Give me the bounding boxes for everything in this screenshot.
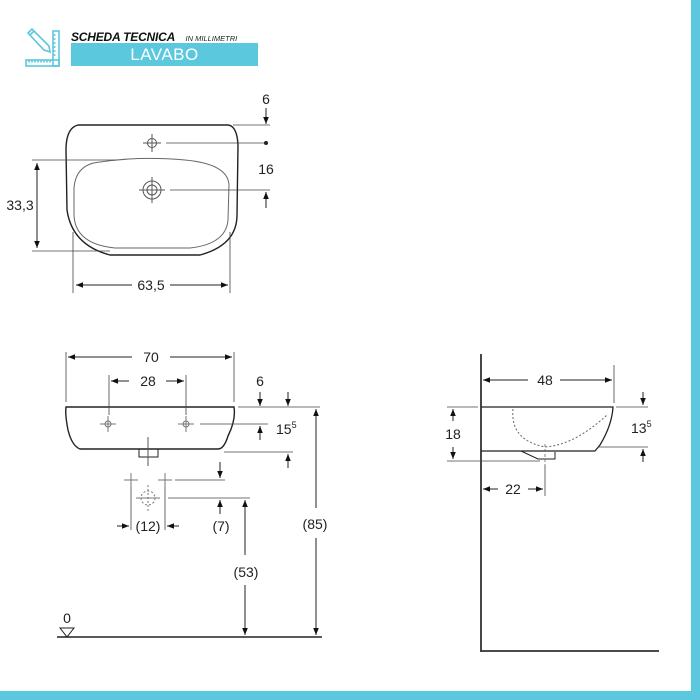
floor-level-icon: [58, 627, 76, 638]
product-name-bar: LAVABO: [71, 43, 258, 66]
dim-drain-from-wall: 22: [505, 481, 521, 497]
tap-hole-icon: [143, 134, 161, 152]
drain-icon: [139, 177, 165, 203]
front-view: 70 28 6 155 (12) (7) (53) (85) 0: [57, 349, 328, 638]
unit-note: IN MILLIMETRI: [185, 34, 238, 43]
header: SCHEDA TECNICA IN MILLIMETRI LAVABO: [24, 25, 264, 70]
sheet-title: SCHEDA TECNICA: [71, 30, 176, 44]
dim-top-offset: 6: [256, 373, 264, 389]
frame-border-right: [691, 0, 700, 700]
pencil-ruler-icon: [25, 27, 60, 67]
dim-width: 63,5: [137, 277, 164, 293]
dim-projection: 48: [537, 372, 553, 388]
title-row: SCHEDA TECNICA IN MILLIMETRI: [71, 28, 237, 46]
frame-border-bottom: [0, 691, 700, 700]
dim-depth: 33,3: [6, 197, 33, 213]
dim-supply-spacing: (12): [136, 518, 161, 534]
dim-height: 18: [445, 426, 461, 442]
dim-drain-height: (53): [234, 564, 259, 580]
dim-tap-to-drain: 16: [258, 161, 274, 177]
dim-overall-width: 70: [143, 349, 159, 365]
dim-side-fixing-height: 135: [631, 419, 652, 436]
floor-level-label: 0: [63, 610, 71, 626]
side-view: 48 18 135 22: [445, 354, 659, 652]
dim-supply-offset: (7): [212, 518, 229, 534]
dim-fixing-height: 155: [276, 420, 297, 437]
dim-total-height: (85): [303, 516, 328, 532]
dim-fixing-spacing: 28: [140, 373, 156, 389]
dim-tap-offset: 6: [262, 91, 270, 107]
top-view: 6 16 33,3 63,5: [6, 91, 274, 293]
